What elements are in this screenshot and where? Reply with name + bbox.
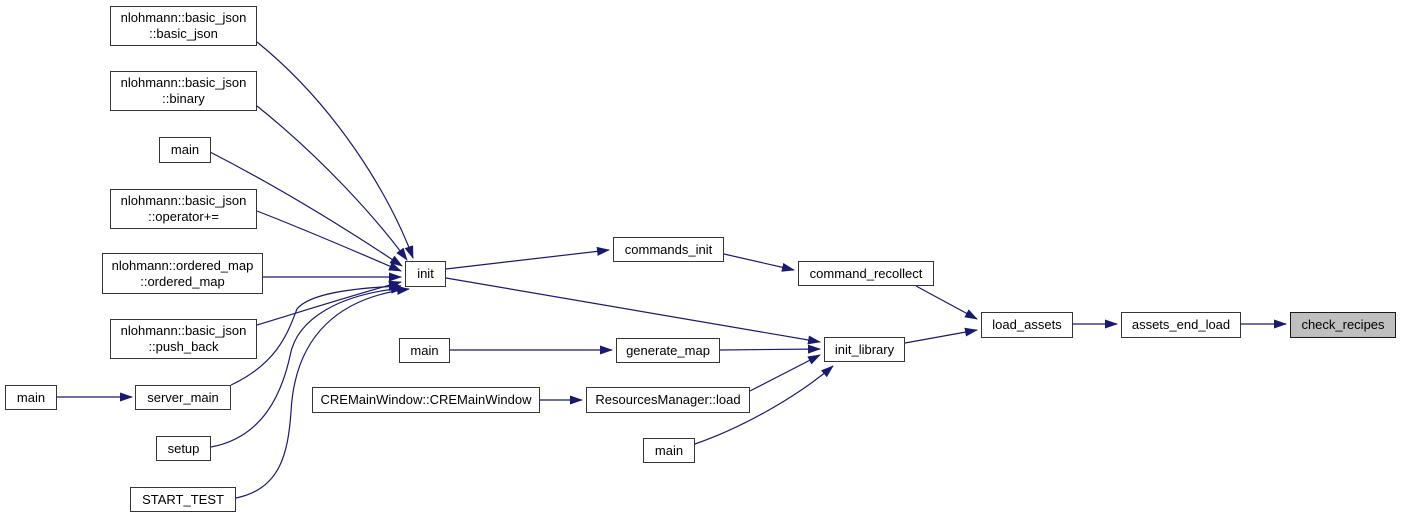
node-init[interactable]: init: [405, 261, 446, 287]
node-main-left[interactable]: main: [5, 385, 57, 410]
edge-commands_init-command_recollect: [723, 253, 795, 272]
edge-init_library-load_assets: [904, 327, 978, 344]
edge-command_recollect-load_assets: [915, 285, 978, 320]
node-commands_init[interactable]: commands_init: [613, 237, 724, 262]
node-load_assets[interactable]: load_assets: [981, 312, 1073, 338]
edge-generate_map-init_library: [719, 344, 821, 354]
node-push_back[interactable]: nlohmann::basic_json ::push_back: [110, 319, 257, 359]
node-main-top[interactable]: main: [159, 137, 211, 163]
edge-start_test-init: [235, 285, 410, 499]
edge-resourcesmanager_load-init_library: [749, 354, 821, 392]
node-generate_map[interactable]: generate_map: [616, 338, 720, 363]
node-resourcesmanager_load[interactable]: ResourcesManager::load: [586, 387, 750, 413]
edge-server_main-init: [230, 281, 402, 386]
node-binary[interactable]: nlohmann::basic_json ::binary: [110, 71, 257, 111]
node-operator-plus-eq[interactable]: nlohmann::basic_json ::operator+=: [110, 189, 257, 229]
node-cremainwindow[interactable]: CREMainWindow::CREMainWindow: [312, 387, 540, 413]
node-assets_end_load[interactable]: assets_end_load: [1121, 312, 1241, 338]
edge-main_bottom-init_library: [694, 365, 834, 445]
edge-binary-init: [256, 105, 408, 261]
node-server_main[interactable]: server_main: [135, 385, 231, 410]
node-main-bottom[interactable]: main: [643, 438, 695, 463]
edge-basic_json-init: [256, 41, 414, 259]
edge-init-commands_init: [445, 246, 610, 270]
node-init_library[interactable]: init_library: [824, 337, 905, 362]
node-basic_json[interactable]: nlohmann::basic_json ::basic_json: [110, 6, 257, 46]
edge-setup-init: [210, 284, 404, 448]
edge-main_top-init: [209, 151, 403, 267]
node-check_recipes: check_recipes: [1290, 312, 1396, 338]
edge-init-init_library: [445, 277, 821, 345]
node-ordered_map[interactable]: nlohmann::ordered_map ::ordered_map: [102, 253, 263, 294]
node-start_test[interactable]: START_TEST: [130, 487, 236, 512]
edge-push_back-init: [256, 280, 402, 326]
node-command_recollect[interactable]: command_recollect: [798, 261, 934, 286]
edge-operator_plus_eq-init: [256, 210, 402, 272]
node-setup[interactable]: setup: [156, 436, 211, 461]
node-main-mid[interactable]: main: [399, 338, 450, 363]
